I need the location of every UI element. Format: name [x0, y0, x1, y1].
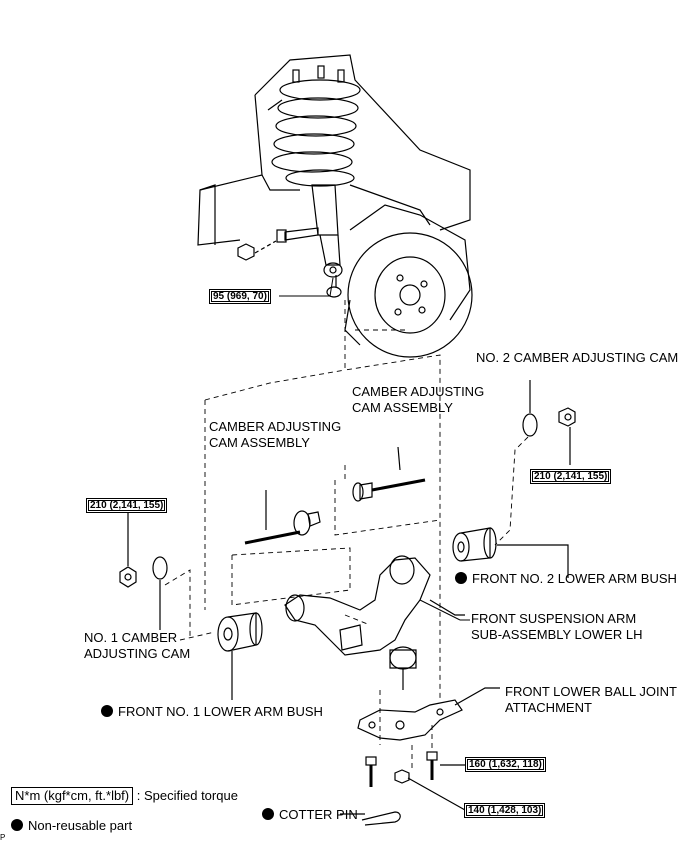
camber-cam-assembly-right-label: CAMBER ADJUSTING CAM ASSEMBLY [352, 384, 485, 415]
legend-torque: N*m (kgf*cm, ft.*lbf) : Specified torque [11, 787, 238, 805]
no2-bush [452, 527, 569, 578]
lower-bolts [365, 751, 466, 811]
torque-ball-joint-bolt: 160 (1,632, 118) [465, 757, 546, 772]
cotter-pin-label: COTTER PIN [262, 807, 358, 823]
shock-bolt [237, 227, 342, 298]
no2-camber-cam-label: NO. 2 CAMBER ADJUSTING CAM [476, 350, 679, 365]
coil-spring [271, 65, 361, 187]
no2-cam [522, 380, 576, 465]
ball-joint-label: FRONT LOWER BALL JOINT ATTACHMENT [505, 684, 677, 715]
brake-disc [344, 204, 473, 358]
camber-bolt-left [244, 490, 321, 545]
no1-camber-cam-label: NO. 1 CAMBER ADJUSTING CAM [84, 630, 191, 661]
torque-shock-bolt: 95 (969, 70) [209, 289, 271, 304]
lower-arm [284, 555, 465, 690]
no1-bush-label: FRONT NO. 1 LOWER ARM BUSH [101, 704, 323, 720]
no2-bush-label: FRONT NO. 2 LOWER ARM BUSH [455, 571, 677, 587]
suspension-arm-label: FRONT SUSPENSION ARM SUB-ASSEMBLY LOWER … [471, 611, 643, 642]
camber-cam-assembly-left-label: CAMBER ADJUSTING CAM ASSEMBLY [209, 419, 342, 450]
torque-no1-cam-nut: 210 (2,141, 155) [86, 498, 168, 513]
torque-no2-cam-nut: 210 (2,141, 155) [530, 469, 612, 484]
cotter-pin [340, 811, 401, 826]
torque-ball-joint-nut: 140 (1,428, 103) [464, 803, 546, 818]
body-frame [197, 54, 471, 246]
corner-mark: P [0, 833, 6, 842]
legend-torque-unit: N*m (kgf*cm, ft.*lbf) [11, 787, 134, 805]
non-reusable-icon [101, 705, 113, 717]
leader-lines [419, 599, 470, 621]
ball-joint-attachment [357, 687, 500, 741]
non-reusable-icon [262, 808, 274, 820]
camber-bolt-right [352, 446, 426, 502]
legend-non-reusable: Non-reusable part [11, 818, 132, 834]
non-reusable-icon [455, 572, 467, 584]
no1-cam [119, 510, 168, 630]
no1-bush [217, 612, 263, 700]
non-reusable-icon [11, 819, 23, 831]
assembly-lines [164, 300, 529, 770]
shock-absorber [311, 184, 343, 278]
legend-torque-desc: : Specified torque [136, 788, 238, 803]
